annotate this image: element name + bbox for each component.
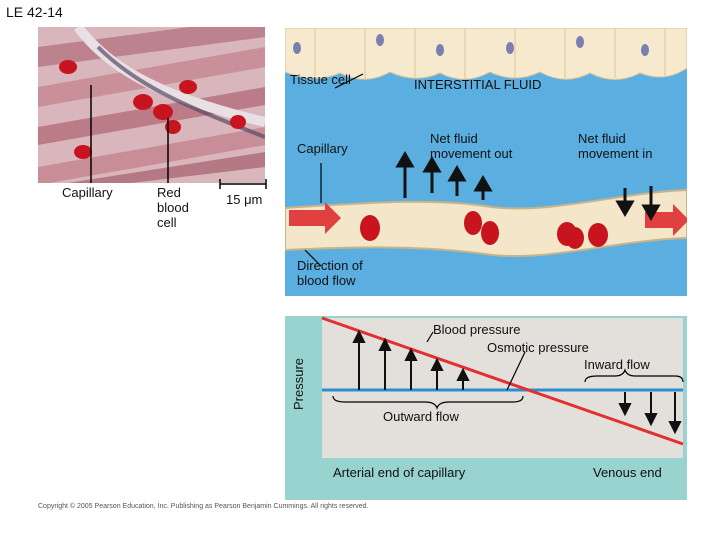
- blood-pressure-line: [321, 316, 684, 446]
- interstitial-fluid-panel: [285, 28, 687, 296]
- outward-flow-label: Outward flow: [383, 409, 459, 424]
- inward-flow-bracket: [584, 368, 684, 383]
- inward-fluid-arrows: [615, 186, 661, 221]
- graph-plot-area: [322, 318, 683, 458]
- micrograph-rbc-label: Red blood cell: [157, 185, 189, 230]
- outward-fluid-arrows: [395, 151, 493, 200]
- y-axis-label: Pressure: [291, 357, 306, 410]
- net-fluid-in-label: Net fluid movement in: [578, 131, 653, 161]
- micrograph-capillary-label: Capillary: [62, 185, 113, 200]
- outward-flow-arrows: [352, 329, 470, 390]
- scale-bar-label: 15 μm: [226, 192, 263, 207]
- interstitial-fluid-label: INTERSTITIAL FLUID: [414, 77, 542, 92]
- copyright-notice: Copyright © 2005 Pearson Education, Inc.…: [38, 503, 369, 510]
- direction-of-flow-label: Direction of blood flow: [297, 258, 363, 288]
- arterial-end-label: Arterial end of capillary: [333, 465, 466, 480]
- pressure-graph: [285, 316, 687, 500]
- capillary-micrograph: [38, 27, 265, 183]
- inward-flow-label: Inward flow: [584, 357, 650, 372]
- osmotic-pressure-label: Osmotic pressure: [487, 340, 589, 355]
- venous-end-label: Venous end: [593, 465, 662, 480]
- capillary-vessel: [285, 188, 687, 258]
- tissue-cell-label: Tissue cell: [290, 72, 351, 87]
- figure-label: LE 42-14: [6, 4, 63, 20]
- tissue-cells: [285, 28, 687, 80]
- inward-flow-arrows: [618, 392, 682, 435]
- outward-flow-bracket: [332, 395, 524, 410]
- blood-pressure-label: Blood pressure: [433, 322, 521, 337]
- capillary-diagram-label: Capillary: [297, 141, 348, 156]
- net-fluid-out-label: Net fluid movement out: [430, 131, 513, 161]
